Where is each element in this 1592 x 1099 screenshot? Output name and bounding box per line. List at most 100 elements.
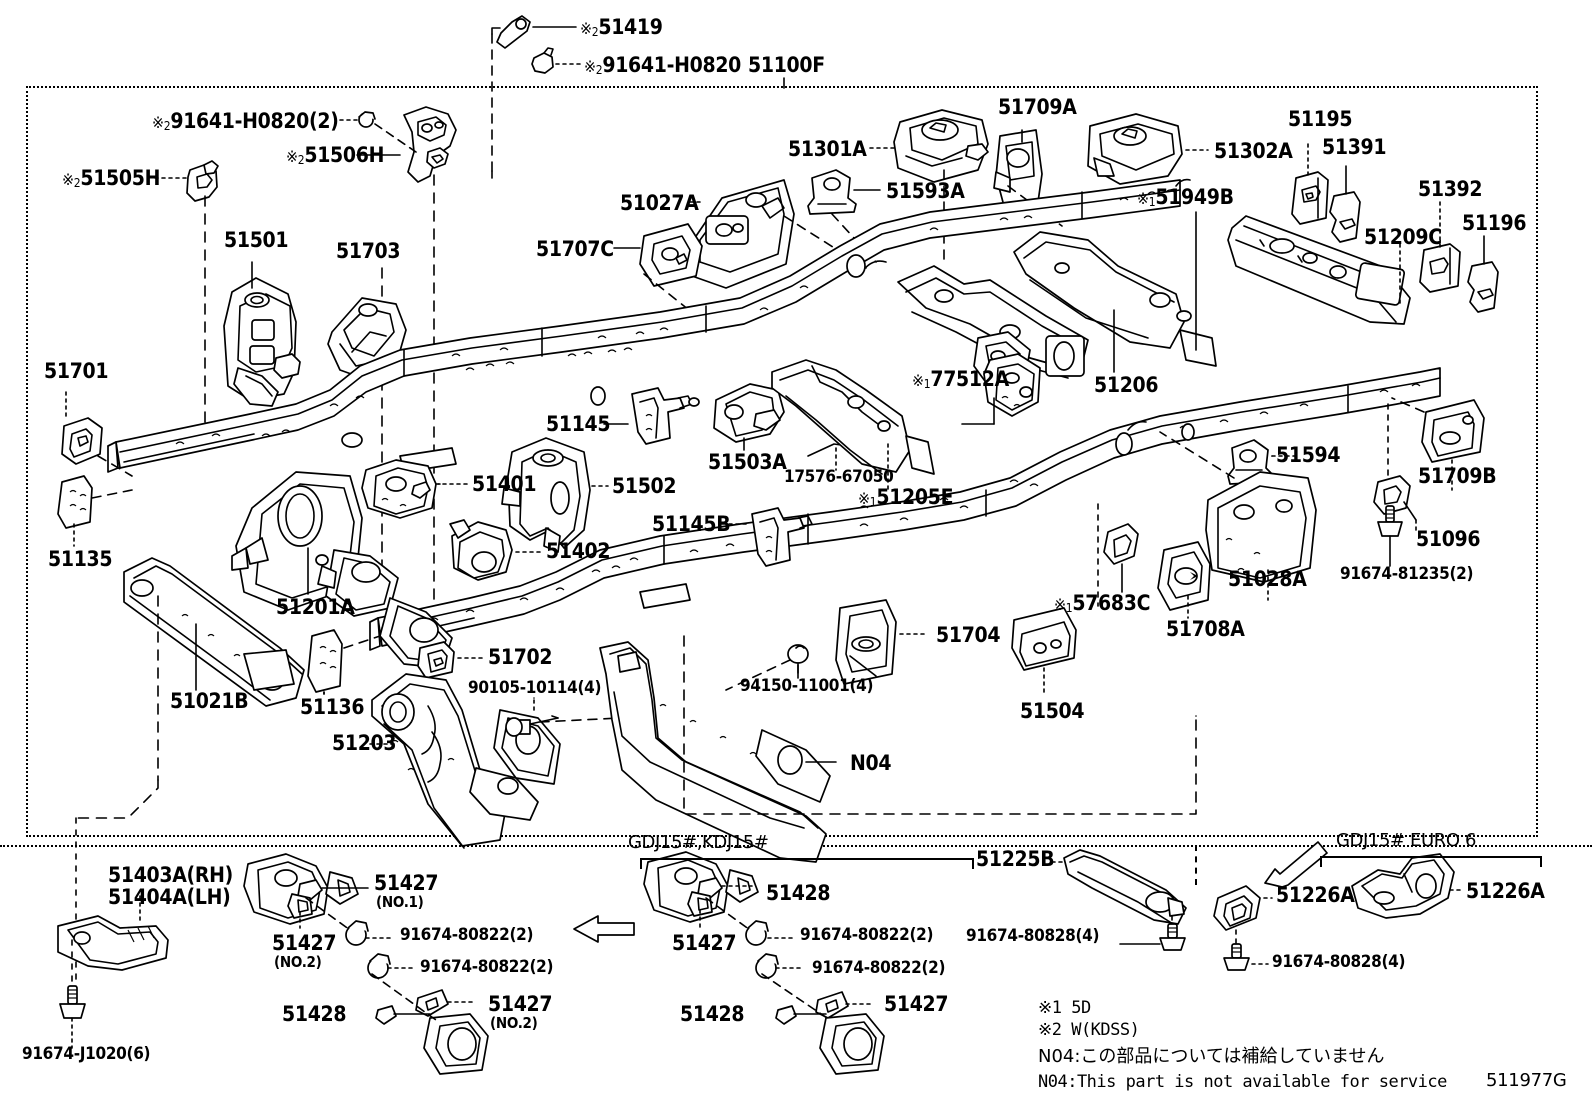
label-51391: 51391 [1322,135,1387,159]
label-51301A: 51301A [788,137,867,161]
label-51226A-large: 51226A [1466,879,1545,903]
label-51502: 51502 [612,474,677,498]
label-77512A: ※177512A [912,367,1009,391]
label-51135: 51135 [48,547,113,571]
label-51028A: 51028A [1228,567,1307,591]
label-51427-no2-b-sub: (NO.2) [490,1014,538,1032]
frame-rail-lower [370,368,1440,650]
part-91674-80828-right-shape [1224,944,1249,970]
part-91674-J1020-shape [60,986,85,1018]
label-51703: 51703 [336,239,401,263]
label-51709A: 51709A [998,95,1077,119]
part-51506H-shape [404,107,456,182]
label-51225B: 51225B [976,847,1055,871]
label-51419: ※251419 [580,15,663,39]
part-51225B-shape [1064,850,1186,924]
part-51028A-shape [1206,472,1316,582]
label-91674-80822-a: 91674-80822(2) [400,925,534,945]
part-51135-shape [58,476,92,528]
bracket-cluster-center [644,852,884,1074]
label-51027A: 51027A [620,191,699,215]
part-51145B-shape [752,508,812,566]
label-51136: 51136 [300,695,365,719]
label-91674-80822-b: 91674-80822(2) [420,957,554,977]
part-51401-shape [362,460,436,518]
part-51027A-shape [692,180,794,288]
label-51427-no1: 51427 [374,871,439,895]
label-51427-center-b: 51427 [884,992,949,1016]
part-51391-shape [1330,192,1360,242]
label-91674-80828-a: 91674-80828(4) [966,926,1100,946]
group-bracket-gdj-kdj [640,858,974,869]
label-51392: 51392 [1418,177,1483,201]
legend-line-3-jp: N04:この部品については補給していません [1038,1046,1385,1067]
part-51704-shape [836,600,896,684]
label-51226A-small: 51226A [1276,883,1355,907]
label-90105-10114: 90105-10114(4) [468,678,602,698]
label-51096: 51096 [1416,527,1481,551]
label-51428-center-a: 51428 [766,881,831,905]
label-51427-no1-sub: (NO.1) [376,893,424,911]
label-51401: 51401 [472,472,537,496]
label-57683C: ※157683C [1054,591,1151,615]
label-51428-left: 51428 [282,1002,347,1026]
label-94150-11001: 94150-11001(4) [740,676,874,696]
label-91674-80828-b: 91674-80828(4) [1272,952,1406,972]
label-51594: 51594 [1276,443,1341,467]
label-91674-80822-center-a: 91674-80822(2) [800,925,934,945]
label-51501: 51501 [224,228,289,252]
label-51404A-LH: 51404A(LH) [108,885,231,909]
label-51428-center-b: 51428 [680,1002,745,1026]
part-51403A-51404A-shape [58,916,168,970]
label-51506H: ※251506H [286,143,385,167]
part-51709B-shape [1422,400,1484,462]
label-51427-no2-b: 51427 [488,992,553,1016]
label-51707C: 51707C [536,237,614,261]
part-91674-81235-shape [1378,506,1402,536]
label-51709B: 51709B [1418,464,1497,488]
group-label-euro6: GDJ15# EURO 6 [1336,830,1477,851]
part-91641-H0820-2-shape [359,112,375,127]
part-57683C-shape [1104,524,1138,564]
part-51302A-shape [1088,114,1182,184]
part-51226A-small-shape [1214,886,1260,930]
label-51503A: 51503A [708,450,787,474]
label-91674-80822-center-b: 91674-80822(2) [812,958,946,978]
part-51205E-shape [772,360,934,474]
label-51593A: 51593A [886,179,965,203]
part-51206-shape [898,266,1088,378]
part-51593A-shape [808,170,856,214]
asterisk-marker: ※2 [584,57,603,77]
part-51949B-shape [1014,232,1216,366]
part-77512A-shape [984,354,1040,416]
group-label-gdj15-kdj15: GDJ15#,KDJ15# [628,832,769,853]
part-51196-shape [1468,262,1498,312]
label-N04: N04 [850,751,892,775]
label-51209C: 51209C [1364,225,1442,249]
part-51708A-shape [1158,542,1210,610]
label-51201A: 51201A [276,595,355,619]
group-bracket-euro6 [1320,856,1542,867]
legend-line-1: ※1 5D [1038,998,1091,1018]
label-91641-H0820-2: ※291641-H0820(2) [152,109,339,133]
part-51707C-shape [640,224,702,286]
label-51206: 51206 [1094,373,1159,397]
part-51702-shape [418,642,454,678]
label-51203: 51203 [332,731,397,755]
direction-arrow-diagonal [1265,842,1327,887]
part-51505H-shape [187,161,218,201]
part-51209C-shape [1228,216,1410,324]
legend-line-4-en: N04:This part is not available for servi… [1038,1072,1447,1092]
label-51949B: ※151949B [1137,185,1234,209]
label-51196: 51196 [1462,211,1527,235]
bottom-dashed-divider [1195,845,1197,885]
label-91674-J1020: 91674-J1020(6) [22,1044,151,1064]
part-51203-shape [372,674,560,848]
part-51201A-shape [232,472,452,668]
part-51021B-shape [124,558,304,706]
part-91674-80828-left-shape [1160,924,1185,950]
label-51402: 51402 [546,539,611,563]
label-51205E: ※151205E [858,485,954,509]
